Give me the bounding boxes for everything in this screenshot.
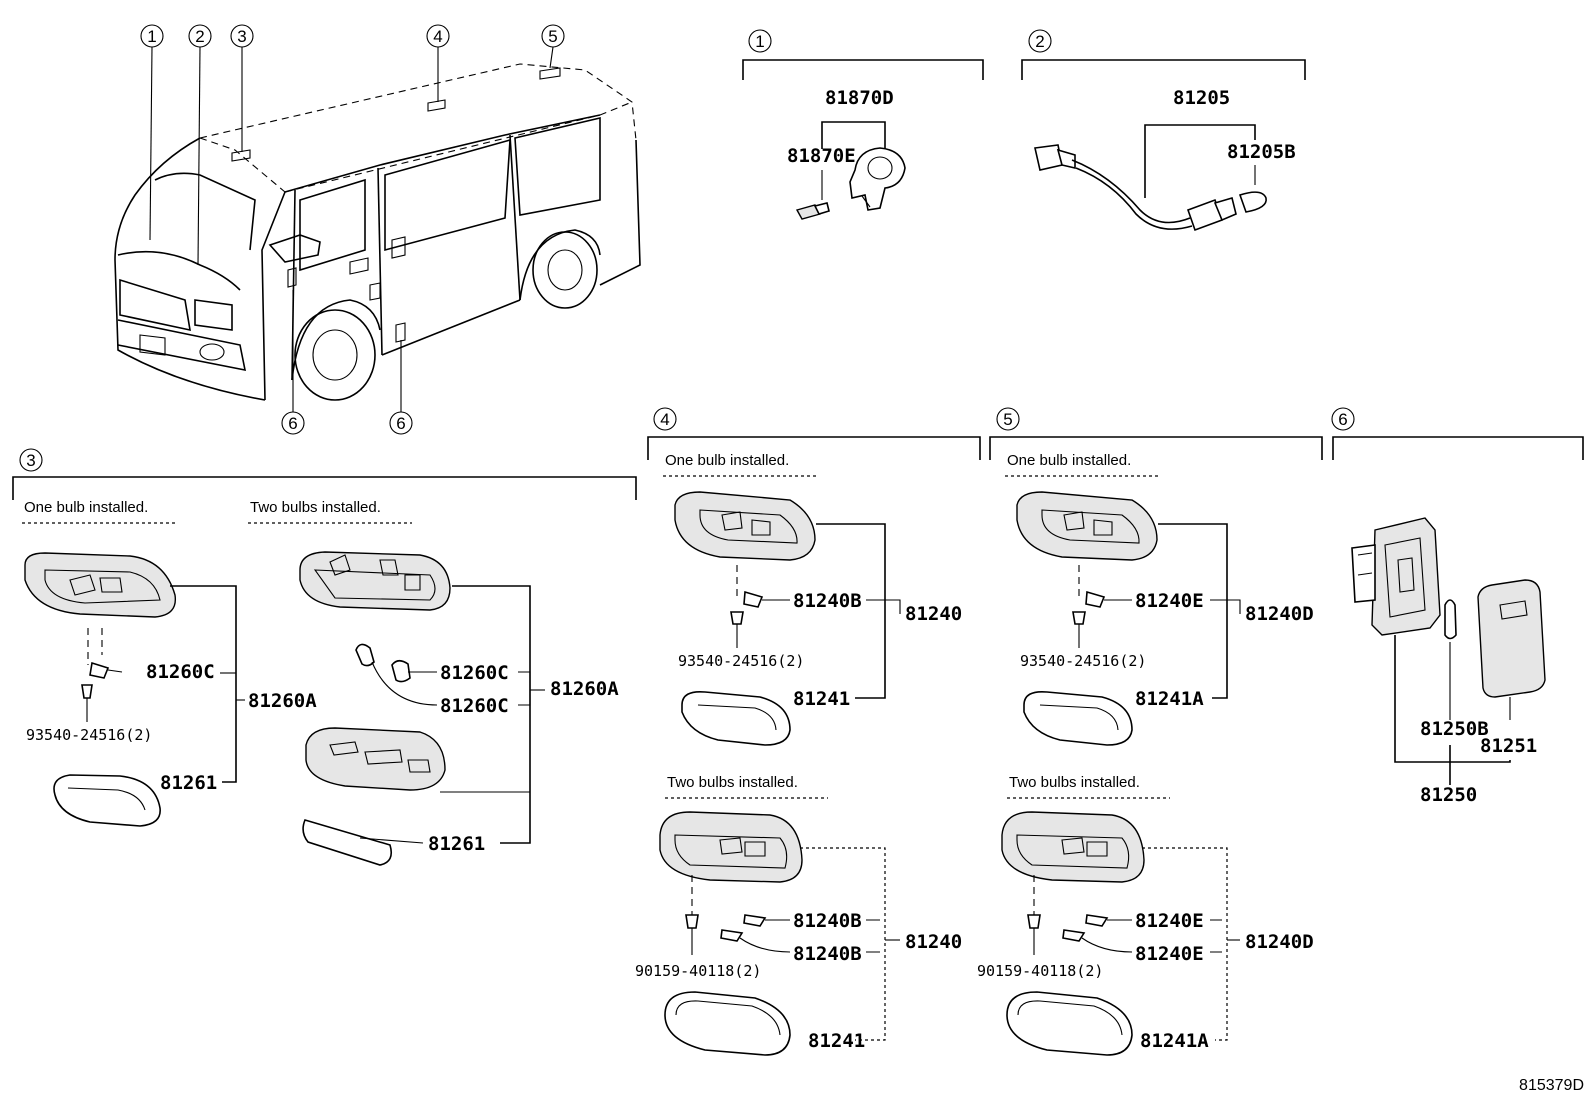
part-93540-3: 93540-24516(2) [26, 726, 152, 744]
courtesy-lamp-housing [1371, 517, 1441, 636]
section-4-number: 4 [660, 410, 669, 429]
lens-4-two [664, 991, 791, 1056]
callout-3 [230, 24, 254, 48]
part-81250: 81250 [1420, 784, 1477, 806]
lamp-housing-5-one [1016, 491, 1158, 561]
part-81240-one: 81240 [905, 603, 962, 625]
part-93540-5: 93540-24516(2) [1020, 652, 1146, 670]
part-90159-4: 90159-40118(2) [635, 962, 761, 980]
lens-two-bulbs [305, 727, 446, 791]
callout-6a [281, 411, 305, 435]
section-3: 3 One bulb installed. Two bulbs installe… [12, 448, 637, 866]
van-illustration: 1 2 3 4 5 6 6 [114, 24, 641, 435]
callout-6b-label: 6 [396, 414, 405, 433]
part-81241-two: 81241 [808, 1030, 865, 1052]
lens-5-two [1006, 991, 1133, 1056]
callout-1 [140, 24, 164, 48]
part-81240E-5-two-b: 81240E [1135, 943, 1204, 965]
part-81261-one: 81261 [160, 772, 217, 794]
callout-6b [389, 411, 413, 435]
part-81205: 81205 [1173, 87, 1230, 109]
part-81260A-two: 81260A [550, 678, 619, 700]
section-1-number: 1 [755, 32, 764, 51]
note-one-bulb-3: One bulb installed. [24, 499, 148, 516]
part-81251: 81251 [1480, 735, 1537, 757]
callout-4 [426, 24, 450, 48]
callout-6a-label: 6 [288, 414, 297, 433]
section-3-number: 3 [26, 451, 35, 470]
part-81241A-one: 81241A [1135, 688, 1204, 710]
lens-one-bulb [53, 774, 161, 827]
lens-4-one [681, 690, 791, 746]
diagram-reference-number: 815379D [1519, 1077, 1584, 1094]
part-81261-two: 81261 [428, 833, 485, 855]
note-two-bulbs-5: Two bulbs installed. [1009, 774, 1140, 791]
part-81240B-4-two-a: 81240B [793, 910, 862, 932]
courtesy-lamp-lens [1477, 579, 1546, 698]
callout-5 [541, 24, 565, 48]
section-1: 1 81870D 81870E [742, 29, 984, 220]
note-two-bulbs-3: Two bulbs installed. [250, 499, 381, 516]
part-81241-one: 81241 [793, 688, 850, 710]
part-81240D-two: 81240D [1245, 931, 1314, 953]
section-4: 4 One bulb installed. 81240B 93540-24516… [635, 407, 981, 1056]
section-5-number: 5 [1003, 410, 1012, 429]
part-81240B-4-one: 81240B [793, 590, 862, 612]
part-81870E: 81870E [787, 145, 856, 167]
part-81260C-two-a: 81260C [440, 662, 509, 684]
callout-4-label: 4 [433, 27, 442, 46]
lamp-housing-4-two [659, 811, 803, 883]
part-81260C-two-b: 81260C [440, 695, 509, 717]
part-81240D-one: 81240D [1245, 603, 1314, 625]
part-81241A-two: 81241A [1140, 1030, 1209, 1052]
part-81870D: 81870D [825, 87, 894, 109]
part-81240-two: 81240 [905, 931, 962, 953]
lamp-housing-two-bulbs [299, 551, 451, 611]
part-93540-4: 93540-24516(2) [678, 652, 804, 670]
part-90159-5: 90159-40118(2) [977, 962, 1103, 980]
section-6-number: 6 [1338, 410, 1347, 429]
lens-5-one [1023, 690, 1133, 746]
note-two-bulbs-4: Two bulbs installed. [667, 774, 798, 791]
callout-5-label: 5 [548, 27, 557, 46]
part-81240B-4-two-b: 81240B [793, 943, 862, 965]
callout-2-label: 2 [195, 27, 204, 46]
callout-3-label: 3 [237, 27, 246, 46]
section-5: 5 One bulb installed. 81240E 93540-24516… [977, 407, 1323, 1056]
section-6: 6 81250B 81251 81250 [1331, 407, 1584, 806]
lamp-housing-5-two [1001, 811, 1145, 883]
part-81260A-one: 81260A [248, 690, 317, 712]
part-81205B: 81205B [1227, 141, 1296, 163]
note-one-bulb-5: One bulb installed. [1007, 452, 1131, 469]
part-81240E-5-one: 81240E [1135, 590, 1204, 612]
callout-1-label: 1 [147, 27, 156, 46]
callout-2 [188, 24, 212, 48]
note-one-bulb-4: One bulb installed. [665, 452, 789, 469]
lamp-housing-4-one [674, 491, 816, 561]
section-2-number: 2 [1035, 32, 1044, 51]
part-81240E-5-two-a: 81240E [1135, 910, 1204, 932]
section-2: 2 81205 81205B [1021, 29, 1306, 232]
part-81260C-one: 81260C [146, 661, 215, 683]
part-81250B: 81250B [1420, 718, 1489, 740]
